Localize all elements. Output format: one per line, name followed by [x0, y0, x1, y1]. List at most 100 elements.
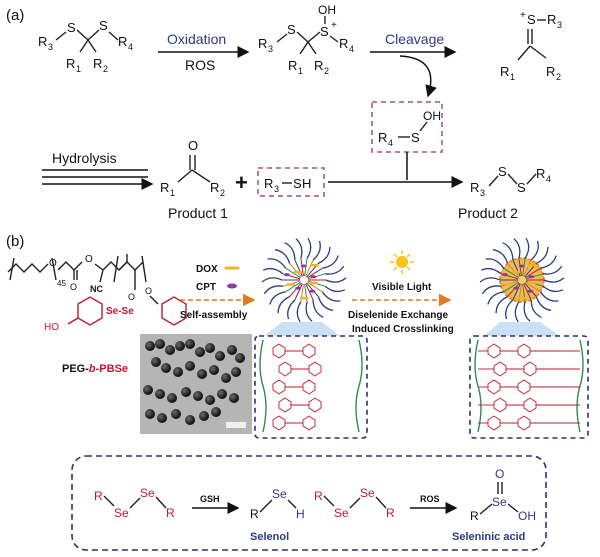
- svg-text:3: 3: [480, 188, 485, 198]
- thionium-structure: + S R 3 R 1 R 2: [500, 10, 562, 82]
- zoom-wedge-1: [264, 322, 340, 336]
- svg-text:S: S: [320, 24, 329, 39]
- svg-text:R: R: [250, 507, 259, 521]
- svg-text:1: 1: [510, 72, 515, 82]
- svg-text:O: O: [85, 254, 93, 265]
- svg-text:HO: HO: [44, 322, 59, 333]
- svg-text:4: 4: [349, 44, 354, 54]
- cleavage-branch-arrow: [399, 55, 437, 98]
- self-assembly-label: Self-assembly: [180, 310, 248, 321]
- svg-text:R: R: [118, 34, 127, 49]
- exchange-label-line2: Induced Crosslinking: [352, 324, 454, 335]
- disulfide-structure: R 3 S S R 4: [470, 164, 551, 198]
- seleninic-acid-label: Seleninic acid: [452, 531, 525, 543]
- svg-text:S: S: [293, 176, 302, 191]
- svg-text:H: H: [296, 507, 305, 521]
- svg-text:Se-Se: Se-Se: [106, 306, 134, 317]
- panel-b-label: (b): [6, 233, 24, 250]
- ketone-structure: O R 1 R 2: [160, 138, 225, 198]
- polymer-name: PEG-b-PBSe: [62, 363, 128, 375]
- oxidized-thioacetal-structure: R 3 S S + OH R 4 R 1 R 2: [258, 3, 354, 76]
- micelle-uncrosslinked: [261, 237, 347, 323]
- svg-text:O: O: [188, 138, 198, 153]
- svg-text:S: S: [498, 164, 507, 179]
- cleavage-label: Cleavage: [385, 31, 444, 47]
- svg-text:H: H: [302, 176, 311, 191]
- product-1-label: Product 1: [168, 205, 228, 221]
- svg-text:NC: NC: [90, 284, 103, 294]
- sulfur-atom: S: [67, 20, 76, 35]
- visible-light-label: Visible Light: [372, 282, 432, 293]
- ros-label: ROS: [185, 57, 215, 73]
- diselenide-structure-2: R Se Se R: [314, 486, 395, 520]
- svg-text:R: R: [94, 489, 103, 503]
- svg-text:3: 3: [268, 44, 273, 54]
- gsh-label: GSH: [200, 494, 220, 504]
- svg-text:O: O: [145, 286, 152, 296]
- selenol-structure: R Se H: [250, 487, 305, 521]
- svg-text:R: R: [93, 56, 102, 71]
- svg-text:Se: Se: [492, 495, 507, 509]
- svg-text:R: R: [166, 506, 175, 520]
- svg-text:45: 45: [57, 279, 66, 288]
- svg-text:R: R: [546, 64, 555, 79]
- svg-text:S: S: [411, 130, 420, 145]
- svg-text:OH: OH: [318, 3, 336, 17]
- svg-text:R: R: [547, 12, 556, 27]
- svg-text:S: S: [287, 22, 296, 37]
- svg-text:Se: Se: [114, 506, 129, 520]
- svg-text:2: 2: [220, 188, 225, 198]
- svg-text:2: 2: [556, 72, 561, 82]
- svg-text:R: R: [160, 180, 169, 195]
- crosslinked-chains: [474, 339, 584, 433]
- svg-text:R: R: [314, 58, 323, 73]
- hydrolysis-label: Hydrolysis: [52, 150, 117, 166]
- svg-text:3: 3: [48, 42, 53, 52]
- cpt-marker: [227, 283, 237, 289]
- panel-a-label: (a): [6, 7, 24, 24]
- svg-text:+: +: [331, 20, 337, 31]
- svg-text:3: 3: [274, 184, 279, 194]
- svg-text:Se: Se: [334, 506, 349, 520]
- thiol-box: [257, 167, 325, 197]
- plus-sign: +: [235, 170, 248, 195]
- svg-text:O: O: [495, 467, 504, 481]
- svg-text:S: S: [99, 18, 108, 33]
- svg-text:R: R: [264, 176, 273, 191]
- svg-text:4: 4: [546, 174, 551, 184]
- tem-image: [140, 334, 252, 434]
- thioacetal-structure: R 3 S S R 4 R 1 R 2: [38, 18, 133, 74]
- svg-text:S: S: [517, 180, 526, 195]
- svg-text:R: R: [38, 34, 47, 49]
- exchange-label-line1: Diselenide Exchange: [348, 310, 448, 321]
- svg-text:OH: OH: [518, 509, 536, 523]
- svg-text:Se: Se: [272, 487, 287, 501]
- svg-text:Se: Se: [360, 486, 375, 500]
- seleninic-acid-structure: R Se O OH: [470, 467, 536, 523]
- svg-text:R: R: [386, 506, 395, 520]
- zoom-box-uncrosslinked: [254, 335, 368, 439]
- svg-text:2: 2: [324, 66, 329, 76]
- svg-text:R: R: [258, 36, 267, 51]
- svg-text:O: O: [70, 282, 77, 292]
- svg-text:R: R: [500, 64, 509, 79]
- zoom-box-crosslinked: [469, 335, 589, 439]
- svg-text:4: 4: [128, 42, 133, 52]
- selenol-label: Selenol: [250, 531, 289, 543]
- svg-text:R: R: [470, 180, 479, 195]
- svg-text:S: S: [527, 12, 536, 27]
- svg-text:Se: Se: [140, 486, 155, 500]
- svg-text:1: 1: [170, 188, 175, 198]
- svg-text:O: O: [128, 292, 135, 302]
- diselenide-structure-1: R Se Se R: [94, 486, 175, 520]
- product-2-label: Product 2: [458, 205, 518, 221]
- svg-text:4: 4: [388, 138, 393, 148]
- svg-text:R: R: [378, 130, 387, 145]
- micelle-crosslinked: [479, 237, 565, 323]
- svg-text:R: R: [470, 509, 479, 523]
- thiol-structure: R 3 S H: [264, 176, 311, 194]
- svg-text:OH: OH: [423, 109, 441, 123]
- svg-text:2: 2: [103, 64, 108, 74]
- svg-text:R: R: [536, 166, 545, 181]
